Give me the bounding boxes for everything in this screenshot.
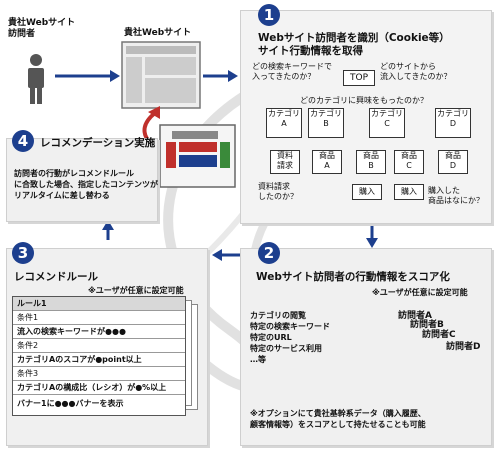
step4-title: レコメンデーション実施 xyxy=(40,137,156,149)
recommendation-screen-icon xyxy=(159,124,236,188)
item-a-node: 商品 A xyxy=(312,150,342,174)
visitor-a-label: 訪問者A xyxy=(398,311,432,321)
category-b-node: カテゴリ B xyxy=(308,108,344,138)
step2-footnote: ※オプションにて貴社基幹系データ（購入履歴、 顧客情報等）をスコアとして持たせる… xyxy=(250,409,426,429)
step2-title: Webサイト訪問者の行動情報をスコア化 xyxy=(256,271,450,283)
step1-question-keyword: どの検索キーワードで 入ってきたのか？ xyxy=(252,62,332,81)
step4-description: 訪問者の行動がレコメンドルール に合致した場合、指定したコンテンツが リアルタイ… xyxy=(14,169,158,200)
item-c-node: 商品 C xyxy=(394,150,424,174)
step4-number: 4 xyxy=(12,130,34,152)
step2-factors: カテゴリの閲覧 特定の検索キーワード 特定のURL 特定のサービス利用 …等 xyxy=(250,311,330,364)
step2-number: 2 xyxy=(258,242,280,264)
visitor-icon xyxy=(28,54,44,104)
step1-question-purchase: 購入した 商品はなにか？ xyxy=(428,186,484,205)
item-d-node: 商品 D xyxy=(438,150,468,174)
visitor-d-label: 訪問者D xyxy=(446,342,481,352)
item-b-node: 商品 B xyxy=(356,150,386,174)
site-label: 貴社Webサイト xyxy=(124,28,192,38)
rule-cond3-label: 条件3 xyxy=(13,367,185,381)
visitor-c-label: 訪問者C xyxy=(422,330,456,340)
rule-action: バナー1に●●●バナーを表示 xyxy=(17,399,124,408)
step3-note: ※ユーザが任意に設定可能 xyxy=(88,286,184,295)
step1-title: Webサイト訪問者を識別（Cookie等） サイト行動情報を取得 xyxy=(258,32,450,57)
step4-panel xyxy=(6,138,158,222)
rule-cond3-value: カテゴリAの構成比（レシオ）が●%以上 xyxy=(13,381,185,395)
rule-cond1-value: 流入の検索キーワードが●●● xyxy=(13,325,185,339)
purchase-node-1: 購入 xyxy=(352,184,382,200)
step3-title: レコメンドルール xyxy=(14,271,98,283)
category-a-node: カテゴリ A xyxy=(266,108,302,138)
rule-cond2-value: カテゴリAのスコアが●point以上 xyxy=(13,353,185,367)
step2-note: ※ユーザが任意に設定可能 xyxy=(372,288,468,297)
purchase-node-2: 購入 xyxy=(394,184,424,200)
step2-panel xyxy=(240,248,492,446)
top-node: TOP xyxy=(343,70,375,86)
rule-header: ルール1 xyxy=(13,297,185,311)
category-d-node: カテゴリ D xyxy=(435,108,471,138)
website-wireframe-icon xyxy=(121,41,201,109)
item-request-node: 資料 請求 xyxy=(270,150,300,174)
step1-number: 1 xyxy=(258,4,280,26)
step1-question-category: どのカテゴリに興味をもったのか？ xyxy=(300,96,428,105)
category-c-node: カテゴリ C xyxy=(369,108,405,138)
step1-question-request: 資料請求 したのか？ xyxy=(258,182,298,201)
step3-number: 3 xyxy=(12,242,34,264)
rule-cond1-label: 条件1 xyxy=(13,311,185,325)
visitor-label: 貴社Webサイト 訪問者 xyxy=(8,18,76,39)
rule-card: ルール1 条件1 流入の検索キーワードが●●● 条件2 カテゴリAのスコアが●p… xyxy=(12,296,186,416)
rule-cond2-label: 条件2 xyxy=(13,339,185,353)
step1-question-site: どのサイトから 流入してきたのか？ xyxy=(380,62,452,81)
visitor-b-label: 訪問者B xyxy=(410,320,444,330)
